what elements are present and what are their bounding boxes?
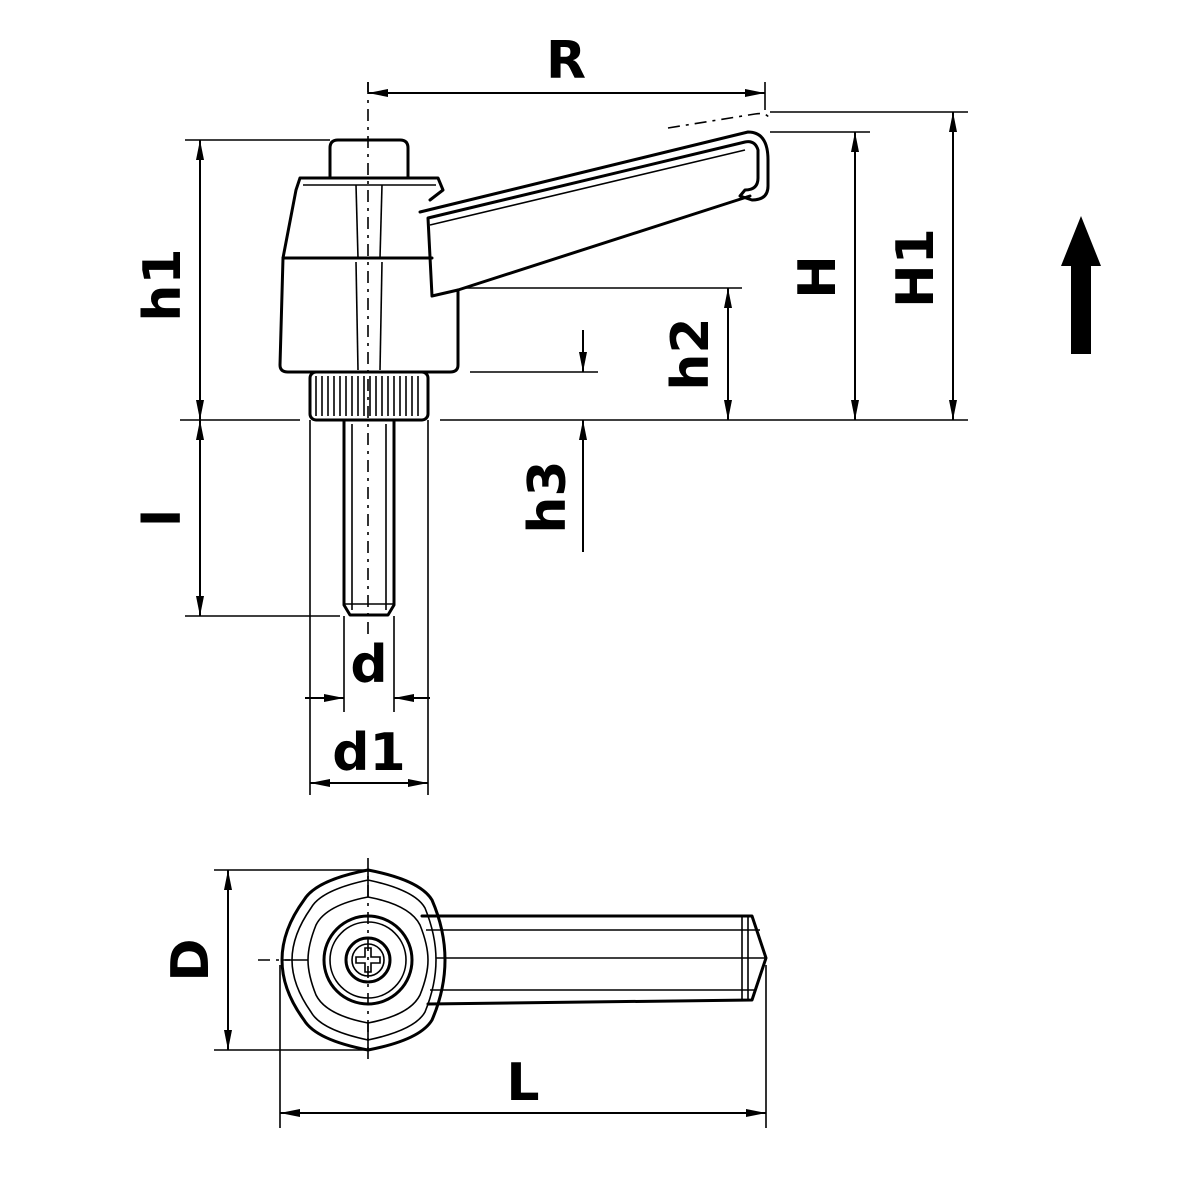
screw-ring-inner — [329, 921, 407, 999]
top-cap — [328, 138, 410, 180]
knob-inner-outline — [291, 879, 437, 1041]
label-h2: h2 — [661, 317, 721, 390]
lever-edge — [429, 149, 746, 226]
label-d1: d1 — [332, 723, 405, 783]
up-arrow-icon — [1061, 216, 1101, 354]
lever-phantom — [667, 112, 771, 129]
threaded-stud — [342, 418, 396, 617]
label-H1: H1 — [886, 228, 946, 308]
label-l: l — [133, 509, 193, 527]
label-D: D — [161, 938, 221, 981]
knob-facet-line — [355, 261, 359, 371]
label-H: H — [788, 255, 848, 299]
label-R: R — [546, 31, 586, 91]
label-L: L — [506, 1053, 539, 1113]
dimensions-side: R h1 l h2 h3 H H1 d d1 — [133, 31, 968, 795]
knurl-lines — [315, 376, 419, 416]
lever-arm — [418, 130, 770, 298]
knurled-collar — [308, 370, 430, 422]
screw-ring — [322, 914, 414, 1006]
knob-facet-line — [379, 261, 383, 371]
side-view — [278, 82, 771, 640]
top-view: D L — [161, 858, 768, 1128]
label-h1: h1 — [133, 248, 193, 321]
knob-facet-line — [379, 184, 383, 259]
screw-head-inner — [351, 943, 385, 977]
label-d: d — [350, 635, 387, 695]
knob-facet-line — [355, 184, 359, 259]
phillips-icon — [355, 947, 381, 973]
knob-upper — [281, 176, 445, 260]
screw-head — [344, 936, 392, 984]
label-h3: h3 — [518, 460, 578, 533]
